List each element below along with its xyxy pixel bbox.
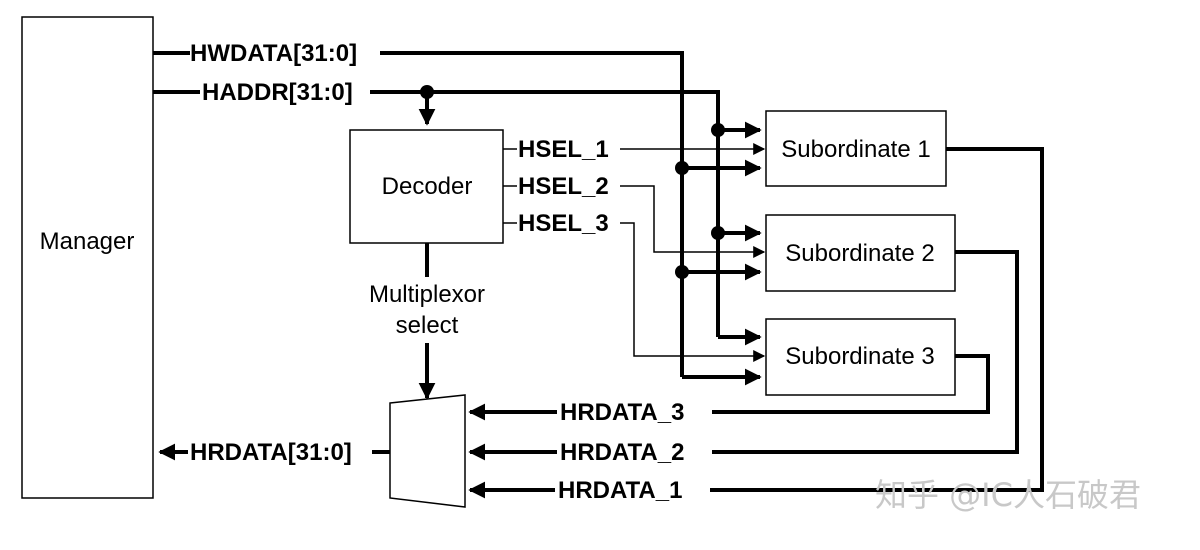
manager-label: Manager — [40, 228, 135, 255]
hsel-3-label: HSEL_3 — [518, 210, 609, 237]
hwdata-junction-1 — [675, 161, 689, 175]
haddr-junction-1 — [711, 123, 725, 137]
hrdata-3-label: HRDATA_3 — [560, 399, 684, 426]
hwdata-junction-2 — [675, 265, 689, 279]
subordinate-3-block: Subordinate 3 — [765, 318, 956, 396]
mux-select-label-line1: Multiplexor — [369, 281, 485, 308]
haddr-junction-decoder — [420, 85, 434, 99]
hwdata-label: HWDATA[31:0] — [190, 40, 357, 67]
hrdata-buses — [158, 147, 1044, 499]
mux-select-label-line2: select — [396, 312, 459, 339]
hrdata-2-label: HRDATA_2 — [560, 439, 684, 466]
multiplexor-block — [389, 394, 466, 508]
manager-block: Manager — [21, 16, 154, 499]
hsel-2-label: HSEL_2 — [518, 173, 609, 200]
subordinate-1-block: Subordinate 1 — [765, 110, 947, 187]
hsel-1-label: HSEL_1 — [518, 136, 609, 163]
decoder-block: Decoder — [349, 129, 504, 244]
haddr-label: HADDR[31:0] — [202, 79, 353, 106]
decoder-label: Decoder — [382, 173, 473, 200]
subordinate-3-label: Subordinate 3 — [785, 343, 934, 370]
watermark: 知乎 @IC人石破君 — [875, 476, 1141, 514]
hrdata-out-label: HRDATA[31:0] — [190, 439, 352, 466]
hsel-lines — [503, 143, 766, 362]
haddr-junction-2 — [711, 226, 725, 240]
subordinate-2-label: Subordinate 2 — [785, 240, 934, 267]
subordinate-2-block: Subordinate 2 — [765, 214, 956, 292]
hrdata-1-label: HRDATA_1 — [558, 477, 682, 504]
subordinate-1-label: Subordinate 1 — [781, 136, 930, 163]
